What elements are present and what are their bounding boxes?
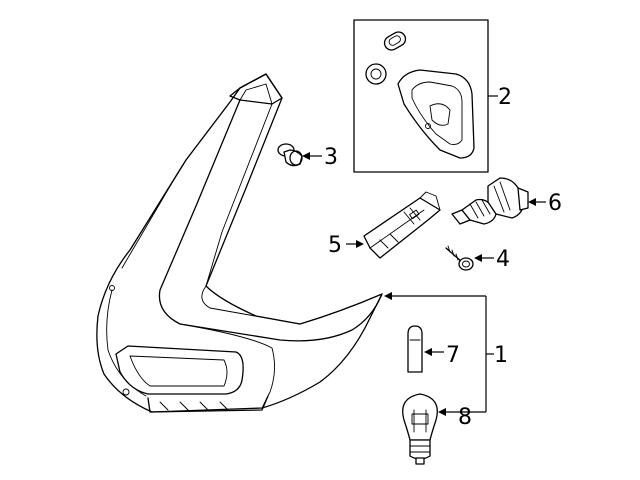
callout-6-leader bbox=[528, 198, 546, 206]
gasket-kit[interactable] bbox=[353, 19, 489, 173]
callout-7-leader bbox=[424, 348, 444, 356]
lamp-gasket bbox=[397, 69, 475, 159]
bulb-socket[interactable] bbox=[451, 177, 529, 225]
callout-4-label: 4 bbox=[496, 247, 510, 272]
callout-3-label: 3 bbox=[324, 145, 338, 170]
callout-7-label: 7 bbox=[446, 343, 460, 368]
tail-lamp-assembly[interactable] bbox=[96, 73, 383, 413]
callout-3-leader bbox=[302, 152, 322, 160]
bayonet-bulb[interactable] bbox=[402, 393, 438, 465]
callout-5-label: 5 bbox=[328, 233, 342, 258]
callout-8-leader bbox=[438, 408, 486, 416]
grommet-round bbox=[365, 63, 387, 85]
callout-5-leader bbox=[346, 240, 364, 248]
bracket[interactable] bbox=[363, 191, 441, 259]
callout-1-leader bbox=[384, 292, 494, 412]
callout-1-label: 1 bbox=[494, 343, 508, 368]
callout-4-leader bbox=[474, 254, 494, 262]
wedge-bulb[interactable] bbox=[407, 325, 423, 373]
callout-8-label: 8 bbox=[458, 405, 472, 430]
screw[interactable] bbox=[445, 245, 474, 271]
callout-6-label: 6 bbox=[548, 191, 562, 216]
callout-2-label: 2 bbox=[498, 85, 512, 110]
grommet-oval bbox=[383, 31, 407, 51]
push-clip[interactable] bbox=[277, 143, 303, 167]
